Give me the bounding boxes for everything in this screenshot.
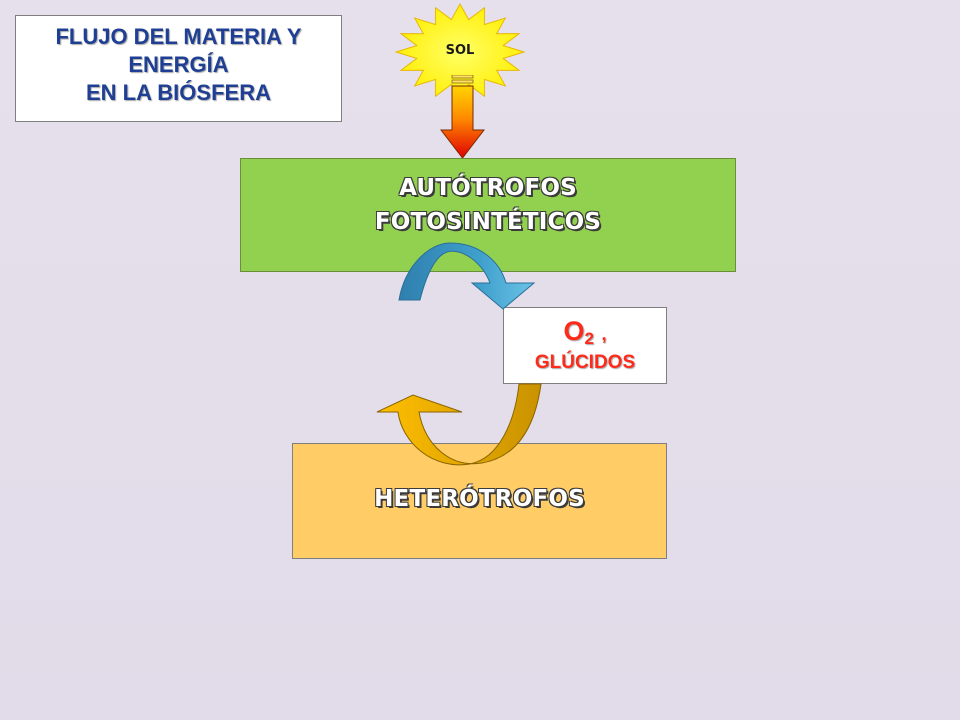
o2-main: O — [563, 316, 585, 346]
title-box: FLUJO DEL MATERIA Y ENERGÍA EN LA BIÓSFE… — [15, 15, 342, 122]
energy-down-arrow-icon — [440, 75, 486, 159]
autotrofos-line-2: FOTOSINTÉTICOS — [374, 209, 602, 235]
heterotrofos-box: HETERÓTROFOS — [292, 443, 667, 559]
glucidos-label: GLÚCIDOS — [534, 352, 636, 373]
heterotrofos-label: HETERÓTROFOS — [374, 486, 585, 512]
autotrofos-line-1: AUTÓTROFOS — [399, 175, 577, 201]
o2-subscript: 2 — [584, 329, 594, 348]
products-box: O2 , GLÚCIDOS — [503, 307, 667, 384]
title-line-2: ENERGÍA — [128, 51, 229, 77]
autotrofos-label: AUTÓTROFOS FOTOSINTÉTICOS — [241, 171, 735, 239]
sun-label: SOL — [445, 43, 475, 58]
o2-label: O2 , — [504, 316, 666, 349]
title-line-1: FLUJO DEL MATERIA Y — [55, 23, 302, 49]
title-line-3: EN LA BIÓSFERA — [86, 79, 271, 105]
o2-separator: , — [601, 324, 607, 344]
autotrofos-box: AUTÓTROFOS FOTOSINTÉTICOS — [240, 158, 736, 272]
